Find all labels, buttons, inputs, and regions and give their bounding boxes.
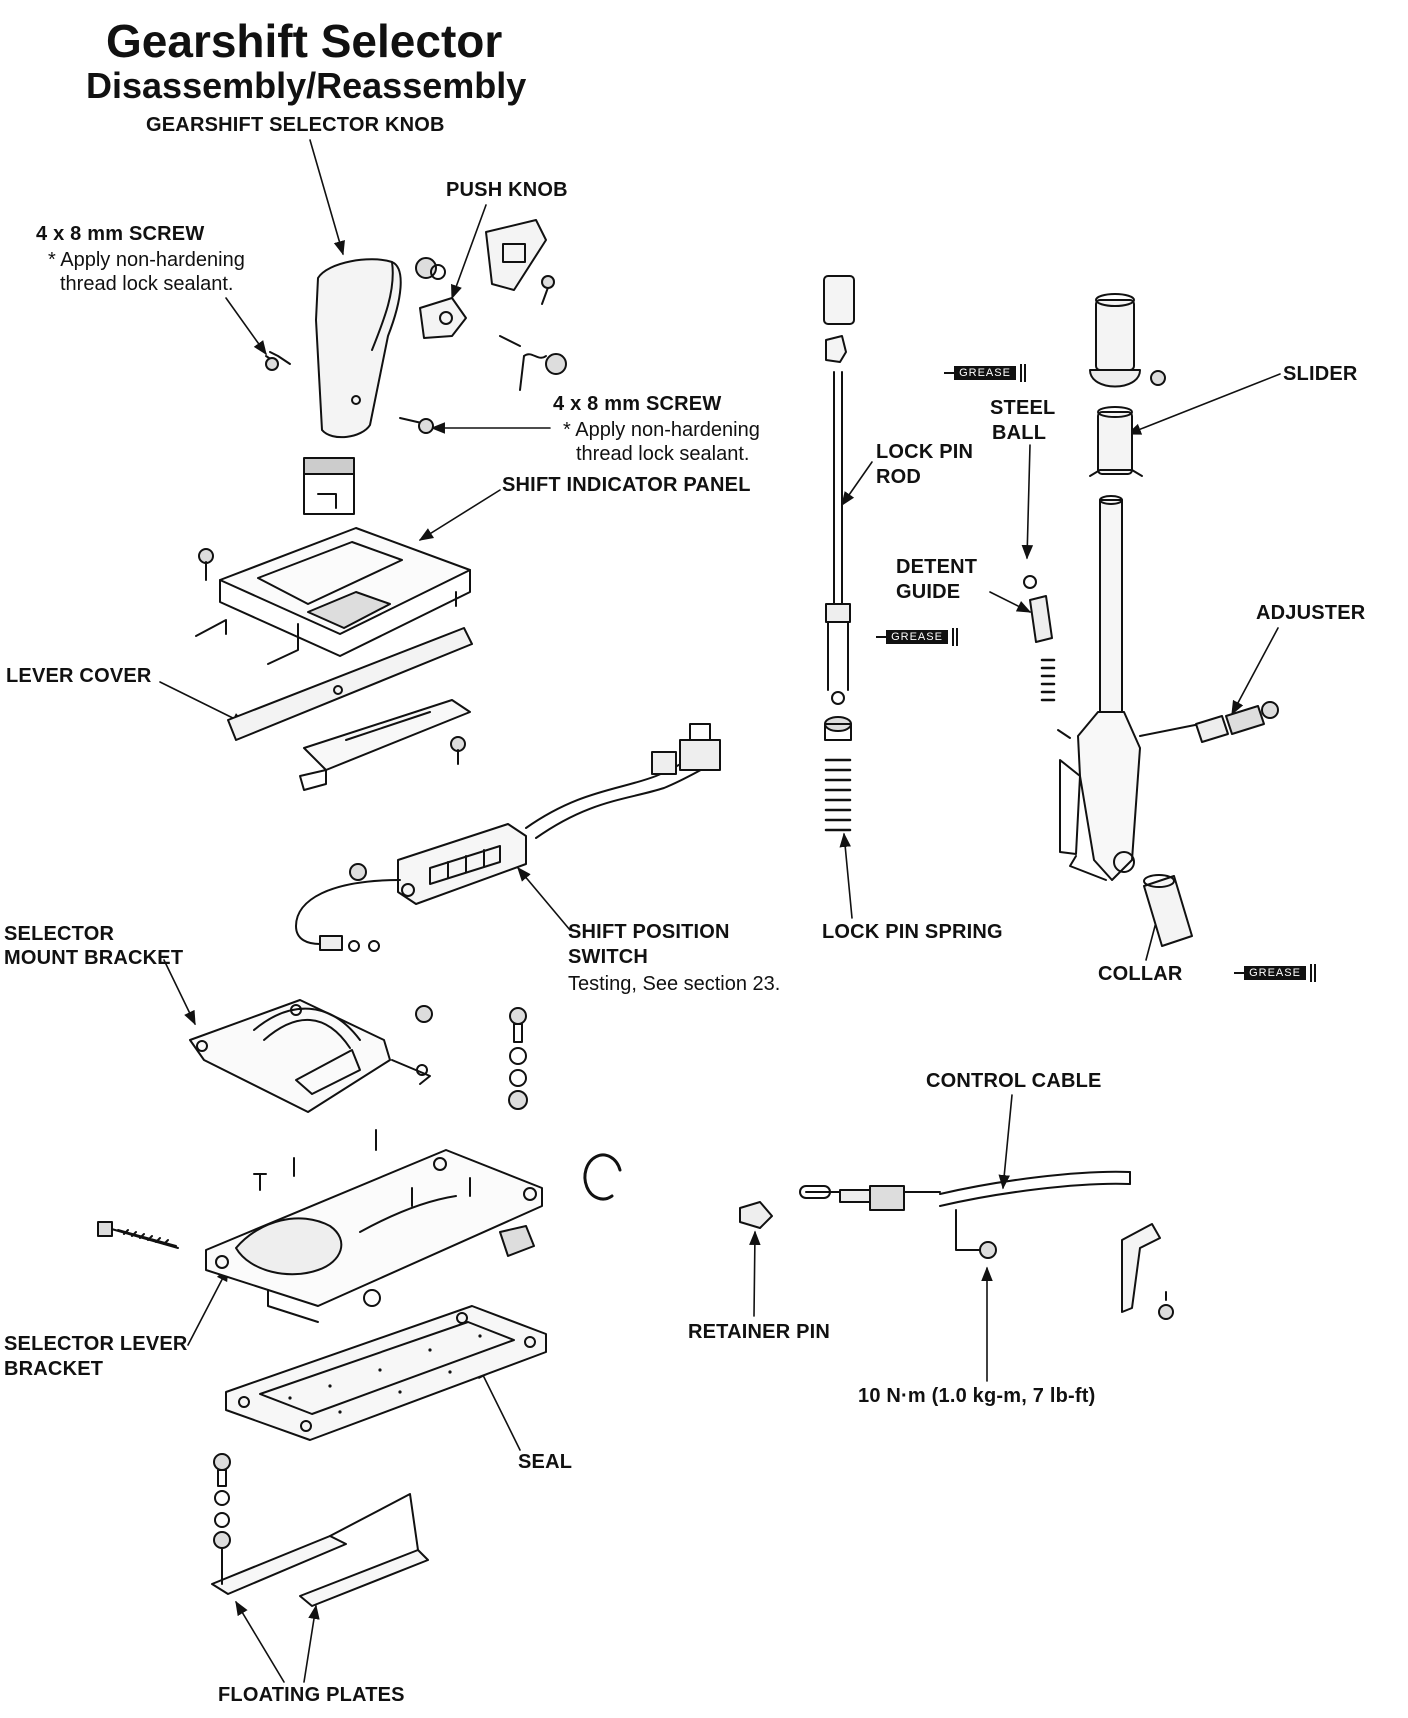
label-selector-mount-bracket-2: MOUNT BRACKET — [4, 947, 184, 969]
note-screw-a-2: thread lock sealant. — [60, 273, 234, 295]
note-screw-a-1: * Apply non-hardening — [48, 249, 245, 271]
seal-part — [225, 1305, 547, 1441]
selector-lever-part — [1057, 495, 1201, 881]
label-shift-position-switch-1: SHIFT POSITION — [568, 921, 730, 943]
label-control-cable: CONTROL CABLE — [926, 1070, 1102, 1092]
lever-cover-part — [227, 627, 473, 741]
label-lock-pin-rod-2: ROD — [876, 466, 922, 488]
label-screw-a: 4 x 8 mm SCREW — [36, 223, 205, 245]
label-push-knob: PUSH KNOB — [446, 179, 568, 201]
steel-ball-icon — [1023, 575, 1037, 589]
circlip-part — [583, 1153, 622, 1201]
label-shift-indicator-panel: SHIFT INDICATOR PANEL — [502, 474, 751, 496]
screw-icon — [399, 417, 434, 434]
shift-indicator-panel-part — [195, 527, 471, 665]
label-screw-b: 4 x 8 mm SCREW — [553, 393, 722, 415]
collar-part — [1143, 874, 1193, 947]
cable-bracket-part — [1121, 1223, 1174, 1320]
note-shift-position-switch: Testing, See section 23. — [568, 973, 781, 995]
label-lock-pin-spring: LOCK PIN SPRING — [822, 921, 1003, 943]
floating-plates-part — [211, 1453, 429, 1607]
indicator-lamp-part — [303, 457, 355, 515]
shift-position-switch-part — [295, 723, 721, 952]
push-knob-part — [415, 219, 567, 391]
note-screw-b-2: thread lock sealant. — [576, 443, 750, 465]
label-detent-guide-2: GUIDE — [896, 581, 961, 603]
retainer-pin-part — [739, 1201, 773, 1229]
screw-icon — [541, 275, 555, 305]
label-selector-lever-bracket-1: SELECTOR LEVER — [4, 1333, 188, 1355]
page-title: Gearshift Selector — [106, 15, 503, 67]
label-lock-pin-rod-1: LOCK PIN — [876, 441, 974, 463]
lock-pin-rod-part — [823, 275, 855, 705]
label-slider: SLIDER — [1283, 363, 1358, 385]
lever-guide-part — [299, 699, 471, 791]
label-selector-lever-bracket-2: BRACKET — [4, 1358, 104, 1380]
selector-lever-bracket-part — [97, 1129, 543, 1323]
screw-icon — [265, 351, 291, 371]
grease-tube-icon: GREASE — [1234, 962, 1316, 984]
label-steel-ball-2: BALL — [992, 422, 1047, 444]
leader-lines — [159, 139, 1281, 1683]
bolt-stack-part — [508, 1007, 528, 1110]
gearshift-knob-part — [315, 258, 402, 439]
label-retainer-pin: RETAINER PIN — [688, 1321, 831, 1343]
label-adjuster: ADJUSTER — [1256, 602, 1366, 624]
grease-tube-icon: GREASE — [944, 362, 1026, 384]
label-selector-mount-bracket-1: SELECTOR — [4, 923, 115, 945]
control-cable-part — [799, 1170, 1131, 1259]
label-shift-position-switch-2: SWITCH — [568, 946, 649, 968]
selector-mount-bracket-part — [189, 999, 433, 1113]
slider-part — [1089, 293, 1166, 477]
label-collar: COLLAR — [1098, 963, 1183, 985]
label-torque: 10 N·m (1.0 kg-m, 7 lb-ft) — [858, 1385, 1096, 1407]
label-lever-cover: LEVER COVER — [6, 665, 152, 687]
page-subtitle: Disassembly/Reassembly — [86, 65, 527, 106]
label-selector-knob: GEARSHIFT SELECTOR KNOB — [146, 114, 445, 136]
adjuster-part — [1195, 701, 1279, 743]
lock-pin-spring-part — [824, 716, 852, 832]
grease-tube-icon: GREASE — [876, 626, 958, 648]
note-screw-b-1: * Apply non-hardening — [563, 419, 760, 441]
label-steel-ball-1: STEEL — [990, 397, 1056, 419]
label-detent-guide-1: DETENT — [896, 556, 978, 578]
label-seal: SEAL — [518, 1451, 573, 1473]
label-floating-plates: FLOATING PLATES — [218, 1684, 405, 1706]
detent-guide-part — [1029, 595, 1056, 702]
